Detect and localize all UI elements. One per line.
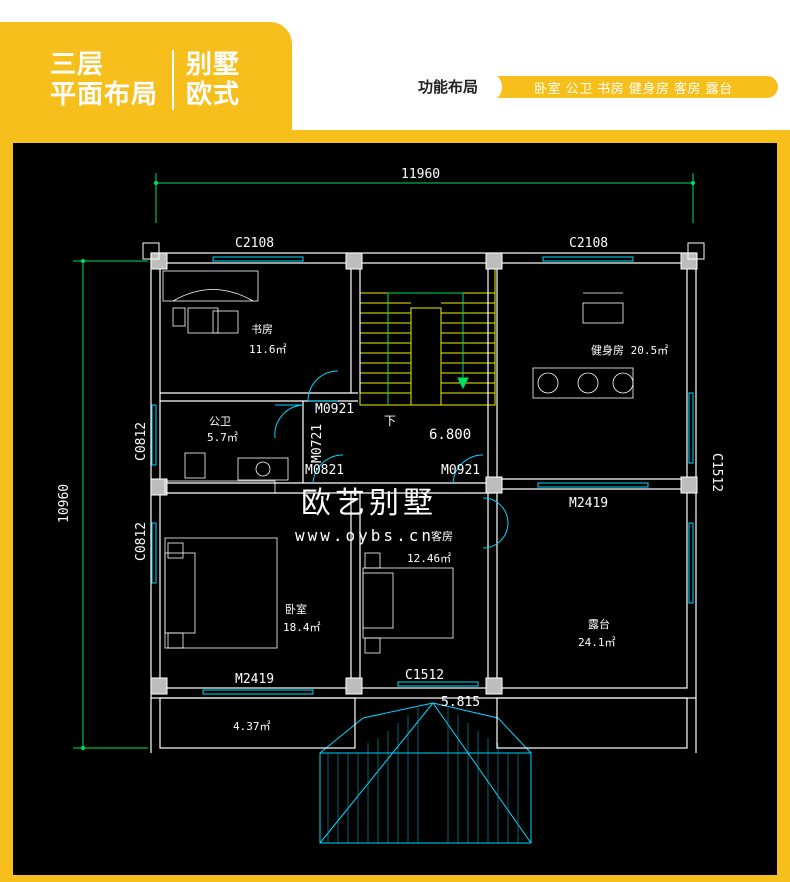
porch-roof [319, 702, 532, 844]
floor-plan: 11960 10960 C2108 C2108 C0812 C0812 C151… [57, 167, 724, 844]
label-level-stair: 6.800 [429, 427, 471, 443]
title-floor: 三层 平面布局 [50, 50, 158, 110]
label-door-wc-side: M0721 [310, 424, 325, 463]
label-level-porch: 5.815 [441, 695, 480, 710]
title-divider [172, 50, 174, 110]
watermark-url: www.oybs.cn [295, 526, 434, 545]
label-door-bedroom-balcony: M2419 [235, 672, 274, 687]
label-door-gym-terrace: M2419 [569, 496, 608, 511]
pillars [142, 242, 705, 695]
watermark-brand: 欧艺别墅 [301, 486, 437, 521]
room-guest-name: 客房 [431, 529, 453, 543]
dimension-ticks [81, 181, 695, 750]
furniture [162, 270, 634, 654]
stairs [359, 262, 496, 406]
label-window-guest: C1512 [405, 668, 444, 683]
watermark: 欧艺别墅 www.oybs.cn [295, 486, 437, 545]
dim-total-height: 10960 [57, 484, 72, 523]
title-floor-line1: 三层 [50, 50, 105, 80]
title-style-line2: 欧式 [186, 80, 241, 110]
room-labels: 书房 11.6㎡ 公卫 5.7㎡ 健身房 20.5㎡ 客房 12.46㎡ 卧室 … [207, 323, 668, 733]
room-balcony-area: 4.37㎡ [233, 720, 271, 733]
room-study-name: 书房 [251, 323, 273, 336]
room-wc-area: 5.7㎡ [207, 431, 238, 444]
door-swings [274, 370, 509, 549]
windows [151, 256, 694, 695]
room-terrace-area: 24.1㎡ [578, 636, 616, 649]
title-style: 别墅 欧式 [186, 50, 240, 110]
room-guest-area: 12.46㎡ [407, 552, 451, 565]
function-label: 功能布局 [394, 72, 502, 102]
room-terrace-name: 露台 [588, 617, 610, 631]
porch-roof-hatch [327, 708, 519, 843]
room-bedroom-name: 卧室 [285, 602, 307, 616]
room-bedroom-area: 18.4㎡ [283, 621, 321, 634]
label-stair-down: 下 [384, 414, 396, 428]
label-window-top-right: C2108 [569, 236, 608, 251]
room-gym: 健身房 20.5㎡ [591, 343, 668, 357]
function-layout-pill: 功能布局 卧室 公卫 书房 健身房 客房 露台 [394, 72, 782, 104]
dim-total-width: 11960 [401, 167, 440, 182]
room-study-area: 11.6㎡ [249, 343, 287, 356]
label-window-left-upper: C0812 [134, 422, 149, 461]
room-wc-name: 公卫 [209, 415, 231, 428]
label-door-gym: M0921 [441, 463, 480, 478]
title-style-line1: 别墅 [186, 50, 241, 80]
function-items: 卧室 公卫 书房 健身房 客房 露台 [534, 82, 733, 97]
label-window-top-left: C2108 [235, 236, 274, 251]
label-door-wc: M0821 [305, 463, 344, 478]
label-door-study: M0921 [315, 402, 354, 417]
dimension-lines [73, 173, 694, 749]
stair-arrow [387, 292, 469, 405]
title-floor-line2: 平面布局 [50, 80, 159, 110]
label-window-left-lower: C0812 [134, 522, 149, 561]
label-window-right: C1512 [709, 453, 724, 492]
header-tab [0, 22, 292, 134]
plan-labels: 11960 10960 C2108 C2108 C0812 C0812 C151… [57, 167, 724, 710]
